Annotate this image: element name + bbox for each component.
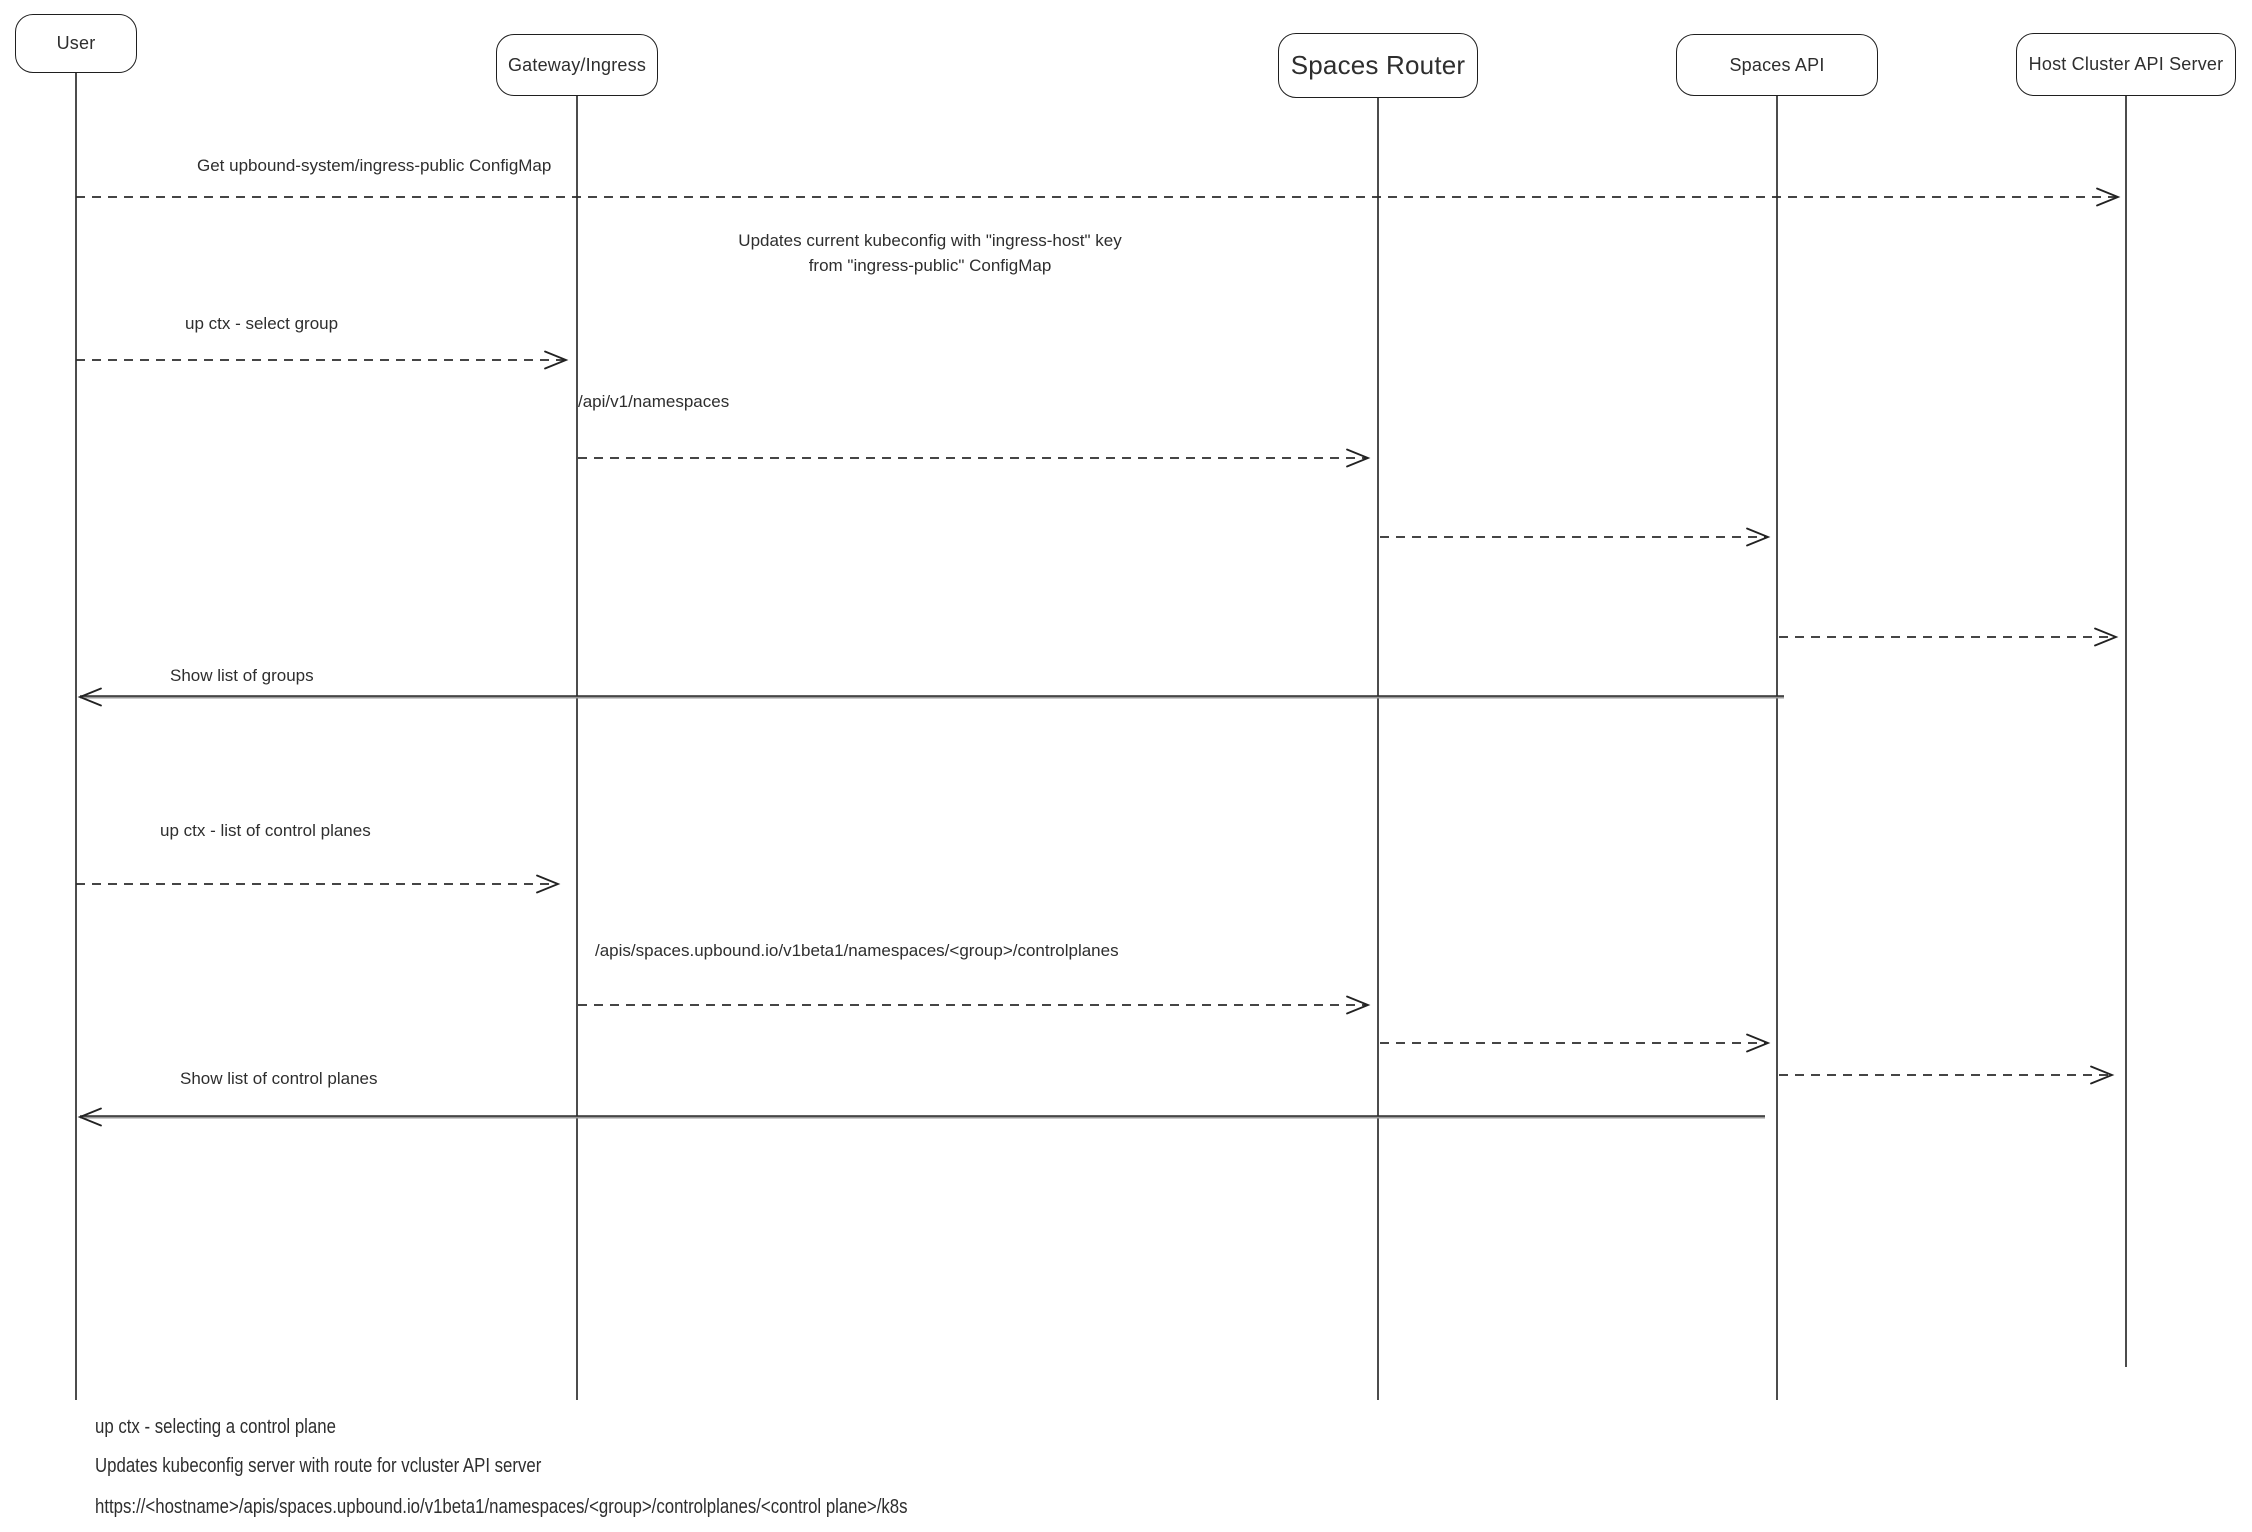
- message-label-up-ctx-select-group: up ctx - select group: [185, 314, 339, 333]
- arrow-api-to-host-2-arrowhead: [2090, 1065, 2115, 1085]
- message-label-show-list-of-control-planes: Show list of control planes: [180, 1069, 378, 1088]
- arrow-router-to-api-1-arrowhead: [1746, 527, 1771, 547]
- actor-user-label: User: [56, 33, 96, 53]
- message-label-up-ctx-list-of-control-planes: up ctx - list of control planes: [160, 821, 371, 840]
- arrow-get-configmap-arrowhead: [2096, 187, 2121, 207]
- actor-spaces-router-box: Spaces Router: [1278, 33, 1478, 98]
- footer-note-updates-kubeconfig-vcluster: Updates kubeconfig server with route for…: [95, 1455, 542, 1477]
- message-label-apis-spaces-controlplanes: /apis/spaces.upbound.io/v1beta1/namespac…: [595, 941, 1119, 960]
- arrow-up-ctx-list-control-planes-arrowhead: [536, 874, 561, 894]
- actor-gateway-ingress-box: Gateway/Ingress: [496, 34, 658, 96]
- arrow-apis-spaces-controlplanes-arrowhead: [1346, 995, 1371, 1015]
- message-label-show-list-of-groups: Show list of groups: [170, 666, 314, 685]
- actor-spaces-router-label: Spaces Router: [1290, 50, 1466, 80]
- actor-host-cluster-api-server-box: Host Cluster API Server: [2016, 33, 2236, 96]
- actor-gateway-ingress-label: Gateway/Ingress: [507, 54, 647, 75]
- arrow-up-ctx-select-group-arrowhead: [544, 350, 569, 370]
- arrow-show-list-of-control-planes-arrowhead: [77, 1107, 102, 1127]
- actor-user-box: User: [15, 14, 137, 73]
- arrow-api-v1-namespaces-arrowhead: [1346, 448, 1371, 468]
- footer-note-up-ctx-selecting-control-plane: up ctx - selecting a control plane: [95, 1416, 336, 1438]
- arrow-router-to-api-2-arrowhead: [1746, 1033, 1771, 1053]
- note-updates-kubeconfig-ingress-host: Updates current kubeconfig with "ingress…: [738, 231, 1122, 275]
- actor-host-cluster-api-server-label: Host Cluster API Server: [2028, 54, 2224, 74]
- arrow-show-list-of-groups-arrowhead: [77, 687, 102, 707]
- arrow-api-to-host-1-arrowhead: [2094, 627, 2119, 647]
- message-label-get-configmap: Get upbound-system/ingress-public Config…: [197, 156, 552, 175]
- actor-spaces-api-box: Spaces API: [1676, 34, 1878, 96]
- footer-note-controlplane-url: https://<hostname>/apis/spaces.upbound.i…: [95, 1496, 908, 1518]
- message-label-api-v1-namespaces: /api/v1/namespaces: [578, 392, 730, 411]
- actor-spaces-api-label: Spaces API: [1729, 54, 1825, 75]
